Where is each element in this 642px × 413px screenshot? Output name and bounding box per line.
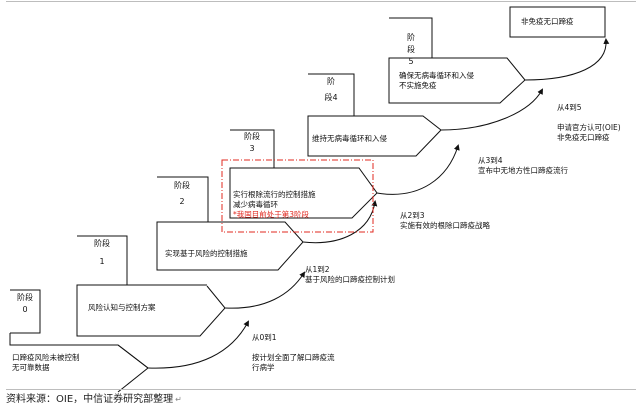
stage-2-action: 实现基于风险的控制措施 bbox=[165, 249, 248, 258]
transition-3-4-desc: 宣布中无地方性口蹄疫流行 bbox=[478, 166, 568, 175]
transition-2-3-title: 从2到3 bbox=[400, 211, 425, 220]
stage-3-shape bbox=[229, 129, 378, 219]
stage-5-label: 阶段 5 bbox=[407, 33, 415, 66]
transition-4-5: 从4到5 申请官方认可(OIE) 非免疫无口蹄疫 bbox=[557, 93, 621, 153]
arrow-4-5 bbox=[440, 88, 543, 131]
transition-1-2-desc: 基于风险的口蹄疫控制计划 bbox=[305, 275, 395, 284]
transition-2-3-desc: 实施有效的根除口蹄疫战略 bbox=[400, 221, 490, 230]
transition-4-5-title: 从4到5 bbox=[557, 103, 582, 112]
bottom-rule bbox=[6, 389, 636, 390]
stage-5-action: 确保无病毒循环和入侵 不实施免疫 bbox=[399, 71, 474, 90]
arrow-0-1 bbox=[147, 320, 249, 369]
goal-box bbox=[509, 6, 606, 38]
stage-4-shape bbox=[307, 73, 442, 157]
current-stage-highlight bbox=[221, 159, 374, 233]
arrow-5-goal bbox=[524, 38, 610, 81]
arrow-1-2 bbox=[224, 271, 306, 309]
stage-0-diag bbox=[117, 344, 149, 369]
transition-3-4-title: 从3到4 bbox=[478, 156, 503, 165]
transition-1-2-title: 从1到2 bbox=[305, 265, 330, 274]
stage-4-label: 阶段4 bbox=[324, 77, 338, 102]
transition-0-1: 从0到1 按计划全面了解口蹄疫流 行病学 bbox=[252, 323, 335, 383]
stage-4-action: 维持无病毒循环和入侵 bbox=[312, 134, 387, 143]
source-text: 资料来源：OIE，中信证券研究部整理 bbox=[6, 394, 174, 405]
arrow-3-4 bbox=[376, 144, 460, 195]
transition-0-1-desc: 按计划全面了解口蹄疫流 行病学 bbox=[252, 353, 335, 372]
transition-3-4: 从3到4 宣布中无地方性口蹄疫流行 bbox=[478, 156, 568, 176]
stage-3-note: *我国目前处于第3阶段 bbox=[233, 210, 310, 219]
transition-1-2: 从1到2 基于风险的口蹄疫控制计划 bbox=[305, 265, 395, 285]
stage-3-action-text: 实行根除流行的控制措施 减少病毒循环 bbox=[233, 190, 316, 209]
stage-2-shape bbox=[156, 176, 304, 271]
transition-4-5-desc: 申请官方认可(OIE) 非免疫无口蹄疫 bbox=[557, 123, 621, 142]
goal-label: 非免疫无口蹄疫 bbox=[521, 17, 574, 26]
stage-5-shape bbox=[388, 17, 526, 104]
stage-3-action: 实行根除流行的控制措施 减少病毒循环 *我国目前处于第3阶段 bbox=[233, 180, 316, 230]
transition-2-3: 从2到3 实施有效的根除口蹄疫战略 bbox=[400, 211, 490, 231]
transition-0-1-title: 从0到1 bbox=[252, 333, 277, 342]
top-rule bbox=[6, 1, 636, 2]
source-note: 资料来源：OIE，中信证券研究部整理↵ bbox=[6, 393, 182, 407]
stage-0-action: 口蹄疫风险未被控制 无可靠数据 bbox=[12, 353, 80, 372]
stage-1-action: 风险认知与控制方案 bbox=[88, 303, 156, 312]
return-mark: ↵ bbox=[175, 395, 182, 404]
